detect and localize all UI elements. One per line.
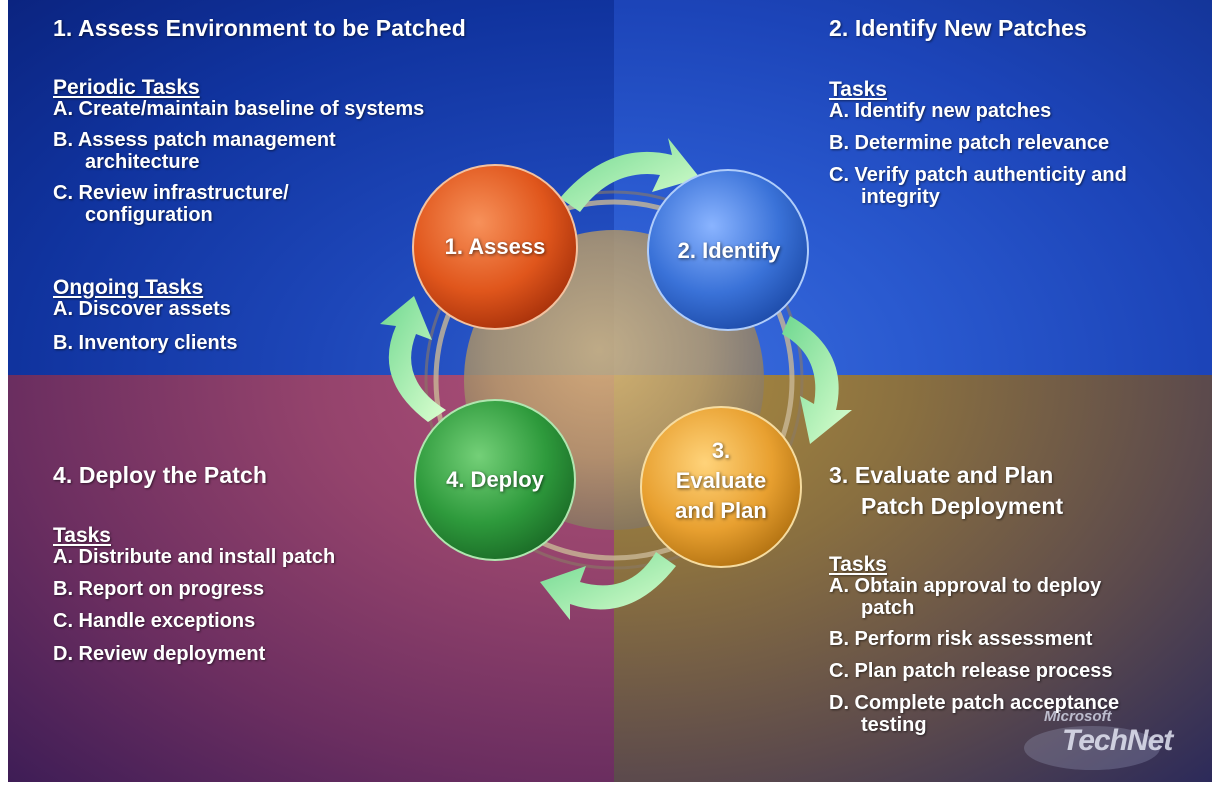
logo-microsoft-text: Microsoft (1044, 708, 1112, 725)
periodic-tasks-title: Periodic Tasks (53, 76, 200, 99)
arrow-deploy-to-assess (380, 296, 446, 422)
list-item: A. Create/maintain baseline of systems (53, 98, 425, 120)
list-item: B. Inventory clients (53, 332, 238, 354)
identify-stage-circle (647, 169, 809, 331)
arrow-identify-to-evaluate (782, 316, 852, 444)
list-item: A. Identify new patches (829, 100, 1052, 122)
deploy-stage-label: 4. Deploy (446, 467, 544, 492)
list-item: A. Distribute and install patch (53, 546, 336, 568)
assess-heading: 1. Assess Environment to be Patched (53, 15, 466, 41)
technet-logo-ellipse (1024, 726, 1160, 770)
list-item: C. Plan patch release process (829, 660, 1113, 682)
identify-stage-label: 2. Identify (677, 238, 781, 263)
tasks-title: Tasks (829, 553, 887, 576)
assess-periodic-block: Periodic Tasks A. Create/maintain baseli… (53, 76, 523, 226)
logo-technet-text: TechNet (1062, 724, 1173, 757)
evaluate-stage-label: 3. Evaluate and Plan (675, 438, 767, 523)
assess-stage-circle (412, 164, 578, 330)
list-item: B. Perform risk assessment (829, 628, 1093, 650)
list-item: B. Determine patch relevance (829, 132, 1110, 154)
assess-stage-label: 1. Assess (444, 234, 546, 259)
tasks-title: Tasks (53, 524, 111, 547)
list-item: A. Discover assets (53, 298, 231, 320)
outer-ring-shadow (424, 190, 804, 570)
arrow-evaluate-to-deploy (540, 552, 676, 620)
identify-tasks-block: Tasks A. Identify new patches B. Determi… (829, 78, 1199, 208)
list-item: C. Handle exceptions (53, 610, 256, 632)
identify-heading: 2. Identify New Patches (829, 15, 1087, 41)
arrow-assess-to-identify (560, 138, 700, 212)
evaluate-heading-line2: Patch Deployment (861, 493, 1064, 519)
list-item: C. Review infrastructure/configuration (53, 182, 289, 226)
ongoing-tasks-title: Ongoing Tasks (53, 276, 204, 299)
deploy-tasks-block: Tasks A. Distribute and install patch B.… (53, 524, 433, 665)
list-item: D. Review deployment (53, 643, 266, 665)
tasks-title: Tasks (829, 78, 887, 101)
outer-ring (433, 199, 795, 561)
list-item: B. Report on progress (53, 578, 265, 600)
evaluate-stage-circle (640, 406, 802, 568)
assess-ongoing-block: Ongoing Tasks A. Discover assets B. Inve… (53, 276, 353, 354)
deploy-heading: 4. Deploy the Patch (53, 462, 268, 488)
deploy-stage-circle (414, 399, 576, 561)
evaluate-heading-line1: 3. Evaluate and Plan (829, 462, 1054, 488)
